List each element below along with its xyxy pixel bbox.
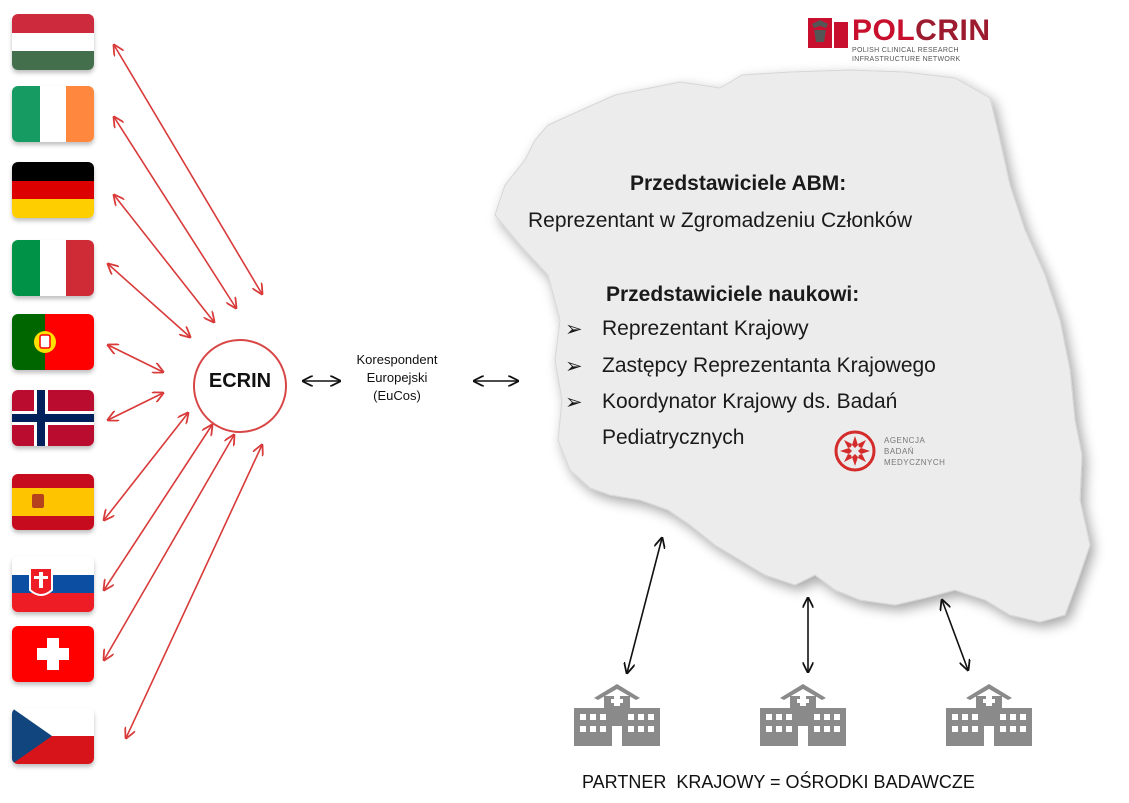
agency-line-1: AGENCJA: [884, 436, 926, 445]
eucos-line-3: (EuCos): [373, 388, 421, 403]
portugal-flag-icon: [12, 314, 94, 370]
ecrin-label: ECRIN: [208, 370, 272, 392]
abm-emblem-icon: [834, 430, 876, 472]
logo-name-red: CRIN: [915, 14, 991, 47]
polcrin-emblem-icon: [808, 18, 848, 48]
flag-connectors: [104, 45, 262, 738]
black-connectors: [303, 381, 968, 673]
research-center-building-icon: [574, 684, 660, 746]
science-item-1: Reprezentant Krajowy: [602, 317, 809, 340]
switzerland-flag-icon: [12, 626, 94, 682]
research-center-building-icon: [946, 684, 1032, 746]
eucos-line-1: Korespondent: [356, 352, 438, 367]
eucos-line-2: Europejski: [366, 370, 428, 385]
italy-flag-icon: [12, 240, 94, 296]
bullet-arrow-icon: ➢: [565, 355, 583, 378]
agency-line-2: BADAŃ: [884, 447, 915, 456]
polcrin-logo: POLCRIN POLISH CLINICAL RESEARCH INFRAST…: [808, 14, 1013, 66]
research-center-building-icon: [760, 684, 846, 746]
abm-agency-logo: AGENCJA BADAŃ MEDYCZNYCH: [834, 430, 974, 474]
poland-map-shape: [494, 69, 1091, 623]
science-item-2: Zastępcy Reprezentanta Krajowego: [602, 354, 936, 377]
agency-line-3: MEDYCZNYCH: [884, 458, 946, 467]
science-item-3-cont: Pediatrycznych: [602, 426, 745, 449]
ireland-flag-icon: [12, 86, 94, 142]
science-heading: Przedstawiciele naukowi:: [606, 283, 860, 306]
slovakia-flag-icon: [12, 556, 94, 612]
norway-flag-icon: [12, 390, 94, 446]
logo-name-dark: POL: [852, 14, 916, 47]
footer-label: PARTNER KRAJOWY = OŚRODKI BADAWCZE: [582, 772, 975, 792]
abm-heading: Przedstawiciele ABM:: [630, 172, 847, 195]
logo-subtitle-1: POLISH CLINICAL RESEARCH: [852, 47, 959, 54]
abm-item: Reprezentant w Zgromadzeniu Członków: [528, 209, 913, 232]
logo-subtitle-2: INFRASTRUCTURE NETWORK: [852, 56, 961, 63]
spain-flag-icon: [12, 474, 94, 530]
ecrin-circle: [193, 339, 287, 433]
czech-flag-icon: [12, 708, 94, 764]
bullet-arrow-icon: ➢: [565, 391, 583, 414]
science-item-3: Koordynator Krajowy ds. Badań: [602, 390, 898, 413]
bullet-arrow-icon: ➢: [565, 318, 583, 341]
germany-flag-icon: [12, 162, 94, 218]
hungary-flag-icon: [12, 14, 94, 70]
